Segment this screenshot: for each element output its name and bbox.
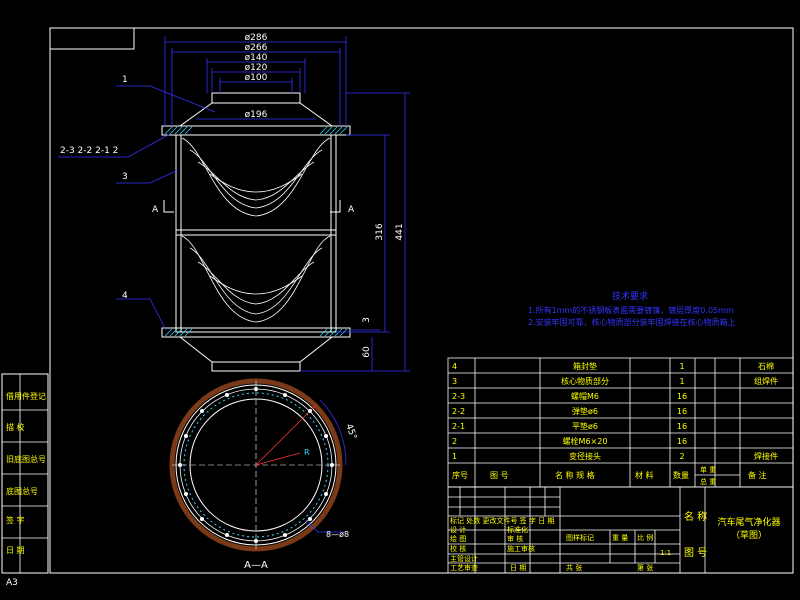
callout-4: 4 [122,291,128,301]
callout-3: 3 [122,172,128,182]
left-strip-label-6: 日 期 [6,546,25,555]
tb-process-review: 工艺审查 [450,563,478,572]
dim-d140: ø140 [245,53,268,63]
bolt-holes [178,387,334,543]
parts-cell-name: 平垫ø6 [572,421,598,431]
parts-cell-no: 2-3 [452,392,465,401]
parts-cell-qty: 16 [677,422,687,431]
parts-cell-name: 核心物质部分 [561,376,609,386]
dimension-lines [164,36,410,372]
front-view [161,92,351,372]
parts-cell-name: 箱封垫 [573,361,597,371]
tb-name-label: 名 称 [684,510,707,523]
left-strip-label-3: 旧底图总号 [6,454,46,464]
parts-cell-name: 弹垫ø6 [572,406,598,416]
dim-h316: 316 [375,223,385,240]
section-mark-right: A [348,205,355,215]
tb-code-label: 图 号 [684,547,707,559]
tb-stage: 图样标记 [566,533,594,542]
parts-header-note: 备 注 [748,470,767,480]
tb-revision-row: 标记 处数 更改文件号 签 字 日 期 [450,516,554,525]
parts-header-total-weight: 总 重 [700,477,716,486]
tb-weight: 重 量 [612,534,628,542]
sheet-size-label: A3 [6,578,18,588]
core-mesh [181,137,331,323]
tb-product-name: 汽车尾气净化器 [717,516,780,528]
parts-cell-qty: 16 [677,437,687,446]
parts-cell-note: 焊接件 [754,451,778,461]
left-strip-label-2: 描 校 [6,422,25,432]
section-marks [163,200,341,213]
dim-d120: ø120 [245,63,268,73]
tb-draw: 绘 图 [450,534,466,543]
tb-check: 校 核 [450,544,466,553]
dim-d100: ø100 [245,73,268,83]
tb-review: 审 核 [507,534,523,543]
dim-h441: 441 [395,223,405,240]
parts-header-no: 序号 [452,470,468,480]
tb-scale-label: 比 例 [637,533,653,542]
left-strip-label-4: 底图总号 [6,486,38,496]
drawing-frame [1,27,794,574]
left-strip-label-5: 签 字 [6,515,25,525]
tb-standard: 标准化 [507,525,528,534]
dim-h3: 3 [362,317,372,323]
parts-header-qty: 数量 [673,470,689,480]
parts-cell-no: 2-1 [452,422,465,431]
dim-d-top-mid: ø266 [245,43,268,53]
tech-req-title: 技术要求 [612,290,648,302]
parts-cell-qty: 2 [679,452,684,461]
parts-header-material: 材 料 [635,470,654,480]
tech-req-line2: 2.安装牢固可靠，核心物质部分装牢固焊接在核心物质箱上 [528,317,736,327]
parts-cell-name: 螺栓M6×20 [563,436,608,446]
tb-date: 日 期 [510,564,526,572]
flange-hatch [164,126,348,337]
parts-cell-no: 2-2 [452,407,465,416]
parts-cell-no: 4 [452,362,457,371]
left-strip [2,374,48,573]
parts-cell-qty: 1 [679,377,684,386]
title-block-grid [447,486,794,574]
parts-cell-name: 变径接头 [569,451,601,461]
section-view-label: A—A [244,560,268,571]
parts-cell-note: 石棉 [758,361,774,371]
tb-sheet-of: 第 张 [637,563,653,572]
parts-table-grid [447,357,794,488]
parts-cell-qty: 16 [677,407,687,416]
tb-scale: 1:1 [660,549,671,557]
dim-h60: 60 [362,346,372,358]
parts-rows: 4 箱封垫 1 石棉 3 核心物质部分 1 组焊件 2-3 螺帽M6 16 2-2 弹垫ø6 16 2-1 平… [452,361,778,461]
parts-cell-note: 组焊件 [754,376,778,386]
parts-header-unit-weight: 单 重 [700,465,716,474]
section-radius: R [304,448,310,457]
section-mark-left: A [152,205,159,215]
tb-product-subtitle: （草图） [731,529,767,541]
dim-d-top-outer: ø286 [245,33,268,43]
parts-cell-no: 2 [452,437,457,446]
parts-cell-no: 1 [452,452,457,461]
dim-d196: ø196 [245,110,268,120]
callout-leaders [58,85,216,331]
tb-sheet: 共 张 [566,563,582,572]
parts-header-code: 图 号 [490,471,509,480]
tb-design: 设 计 [450,525,466,534]
parts-cell-qty: 16 [677,392,687,401]
parts-cell-name: 螺帽M6 [571,391,599,401]
callout-2-group: 2-3 2-2 2-1 2 [60,146,118,156]
callout-1: 1 [122,75,128,85]
section-bolt-label: 8—ø8 [326,530,349,539]
parts-cell-no: 3 [452,377,457,386]
left-strip-label-1: 借用件登记 [6,391,46,401]
parts-header-name: 名 称 规 格 [555,470,595,480]
tb-chief-design: 主管设计 [450,554,478,563]
tech-req-line1: 1.所有1mm的不锈钢板表面需要镀镍，镀层厚度0.05mm [528,305,734,315]
tb-build-review: 施工审核 [507,544,535,553]
parts-cell-qty: 1 [679,362,684,371]
